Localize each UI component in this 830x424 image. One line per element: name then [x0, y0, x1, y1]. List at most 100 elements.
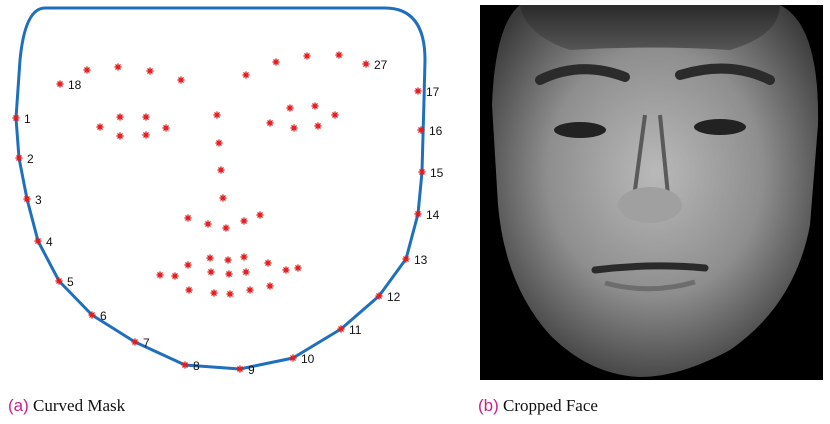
landmark-marker-41 — [282, 266, 290, 274]
lower-lip — [604, 279, 696, 292]
contour-label-3: 3 — [35, 193, 42, 207]
caption-a: (a) Curved Mask — [8, 396, 125, 416]
landmark-marker-11 — [116, 132, 124, 140]
landmark-marker-1 — [83, 66, 91, 74]
landmark-marker-3 — [146, 67, 154, 75]
landmark-marker-29 — [256, 211, 264, 219]
landmark-marker-16 — [286, 104, 294, 112]
contour-marker-14 — [414, 210, 422, 218]
contour-label-2: 2 — [27, 152, 34, 166]
landmark-marker-44 — [210, 289, 218, 297]
landmark-marker-9 — [96, 123, 104, 131]
landmark-marker-6 — [272, 58, 280, 66]
landmark-marker-20 — [331, 111, 339, 119]
landmark-marker-10 — [116, 113, 124, 121]
landmark-marker-23 — [217, 166, 225, 174]
landmark-marker-8 — [335, 51, 343, 59]
landmark-marker-19 — [314, 122, 322, 130]
landmark-marker-24 — [219, 194, 227, 202]
landmark-marker-37 — [240, 253, 248, 261]
mask-outline — [14, 6, 427, 371]
contour-marker-5 — [55, 277, 63, 285]
landmark-marker-35 — [224, 256, 232, 264]
landmark-marker-4 — [177, 76, 185, 84]
landmark-marker-21 — [213, 111, 221, 119]
contour-label-18: 18 — [68, 78, 82, 92]
landmark-marker-28 — [240, 217, 248, 225]
contour-marker-11 — [337, 325, 345, 333]
mouth — [591, 262, 709, 274]
contour-marker-12 — [375, 292, 383, 300]
contour-marker-13 — [402, 255, 410, 263]
contour-marker-7 — [131, 338, 139, 346]
contour-label-14: 14 — [426, 208, 440, 222]
landmark-marker-32 — [184, 261, 192, 269]
contour-marker-10 — [289, 354, 297, 362]
landmark-marker-26 — [204, 220, 212, 228]
landmark-marker-17 — [290, 124, 298, 132]
contour-label-8: 8 — [193, 359, 200, 373]
caption-b: (b) Cropped Face — [478, 396, 598, 416]
contour-marker-27 — [362, 60, 370, 68]
caption-b-text: Cropped Face — [503, 396, 598, 415]
cropped-face-image — [480, 5, 823, 380]
contour-marker-6 — [88, 311, 96, 319]
contour-marker-2 — [15, 154, 23, 162]
landmark-marker-18 — [311, 102, 319, 110]
landmark-marker-12 — [142, 113, 150, 121]
landmark-marker-39 — [264, 259, 272, 267]
landmark-marker-2 — [114, 63, 122, 71]
landmark-marker-45 — [226, 290, 234, 298]
landmark-marker-33 — [206, 254, 214, 262]
contour-marker-16 — [417, 126, 425, 134]
contour-label-17: 17 — [426, 85, 440, 99]
caption-a-tag: (a) — [8, 396, 29, 415]
landmark-marker-36 — [225, 270, 233, 278]
nose-tip — [618, 187, 682, 223]
landmark-marker-7 — [303, 52, 311, 60]
landmark-marker-27 — [222, 224, 230, 232]
landmark-marker-15 — [266, 119, 274, 127]
left-eye — [554, 122, 606, 138]
caption-b-tag: (b) — [478, 396, 499, 415]
contour-label-11: 11 — [349, 323, 362, 337]
caption-a-text: Curved Mask — [33, 396, 126, 415]
contour-label-10: 10 — [301, 352, 315, 366]
contour-marker-4 — [34, 237, 42, 245]
landmark-marker-46 — [246, 286, 254, 294]
landmark-marker-40 — [266, 282, 274, 290]
contour-label-15: 15 — [430, 166, 444, 180]
contour-label-16: 16 — [429, 124, 443, 138]
contour-marker-8 — [181, 361, 189, 369]
landmark-marker-34 — [207, 268, 215, 276]
contour-label-27: 27 — [374, 58, 388, 72]
landmark-markers — [12, 51, 426, 373]
landmark-marker-31 — [171, 272, 179, 280]
contour-label-6: 6 — [100, 309, 107, 323]
contour-label-4: 4 — [46, 235, 53, 249]
contour-label-7: 7 — [143, 336, 150, 350]
landmark-marker-38 — [242, 268, 250, 276]
contour-label-13: 13 — [414, 253, 428, 267]
landmark-marker-14 — [162, 124, 170, 132]
contour-label-9: 9 — [248, 363, 255, 377]
contour-marker-3 — [23, 195, 31, 203]
contour-label-1: 1 — [24, 112, 31, 126]
landmark-marker-25 — [184, 214, 192, 222]
right-eyebrow — [675, 63, 775, 85]
contour-marker-15 — [418, 168, 426, 176]
contour-label-12: 12 — [387, 290, 401, 304]
contour-marker-9 — [236, 365, 244, 373]
landmark-marker-5 — [242, 71, 250, 79]
landmark-marker-30 — [156, 271, 164, 279]
hair-region — [520, 5, 780, 50]
landmark-marker-22 — [215, 139, 223, 147]
landmark-marker-42 — [294, 264, 302, 272]
contour-label-5: 5 — [67, 275, 74, 289]
landmark-marker-13 — [142, 131, 150, 139]
contour-marker-1 — [12, 114, 20, 122]
contour-marker-17 — [414, 87, 422, 95]
left-eyebrow — [535, 64, 630, 85]
